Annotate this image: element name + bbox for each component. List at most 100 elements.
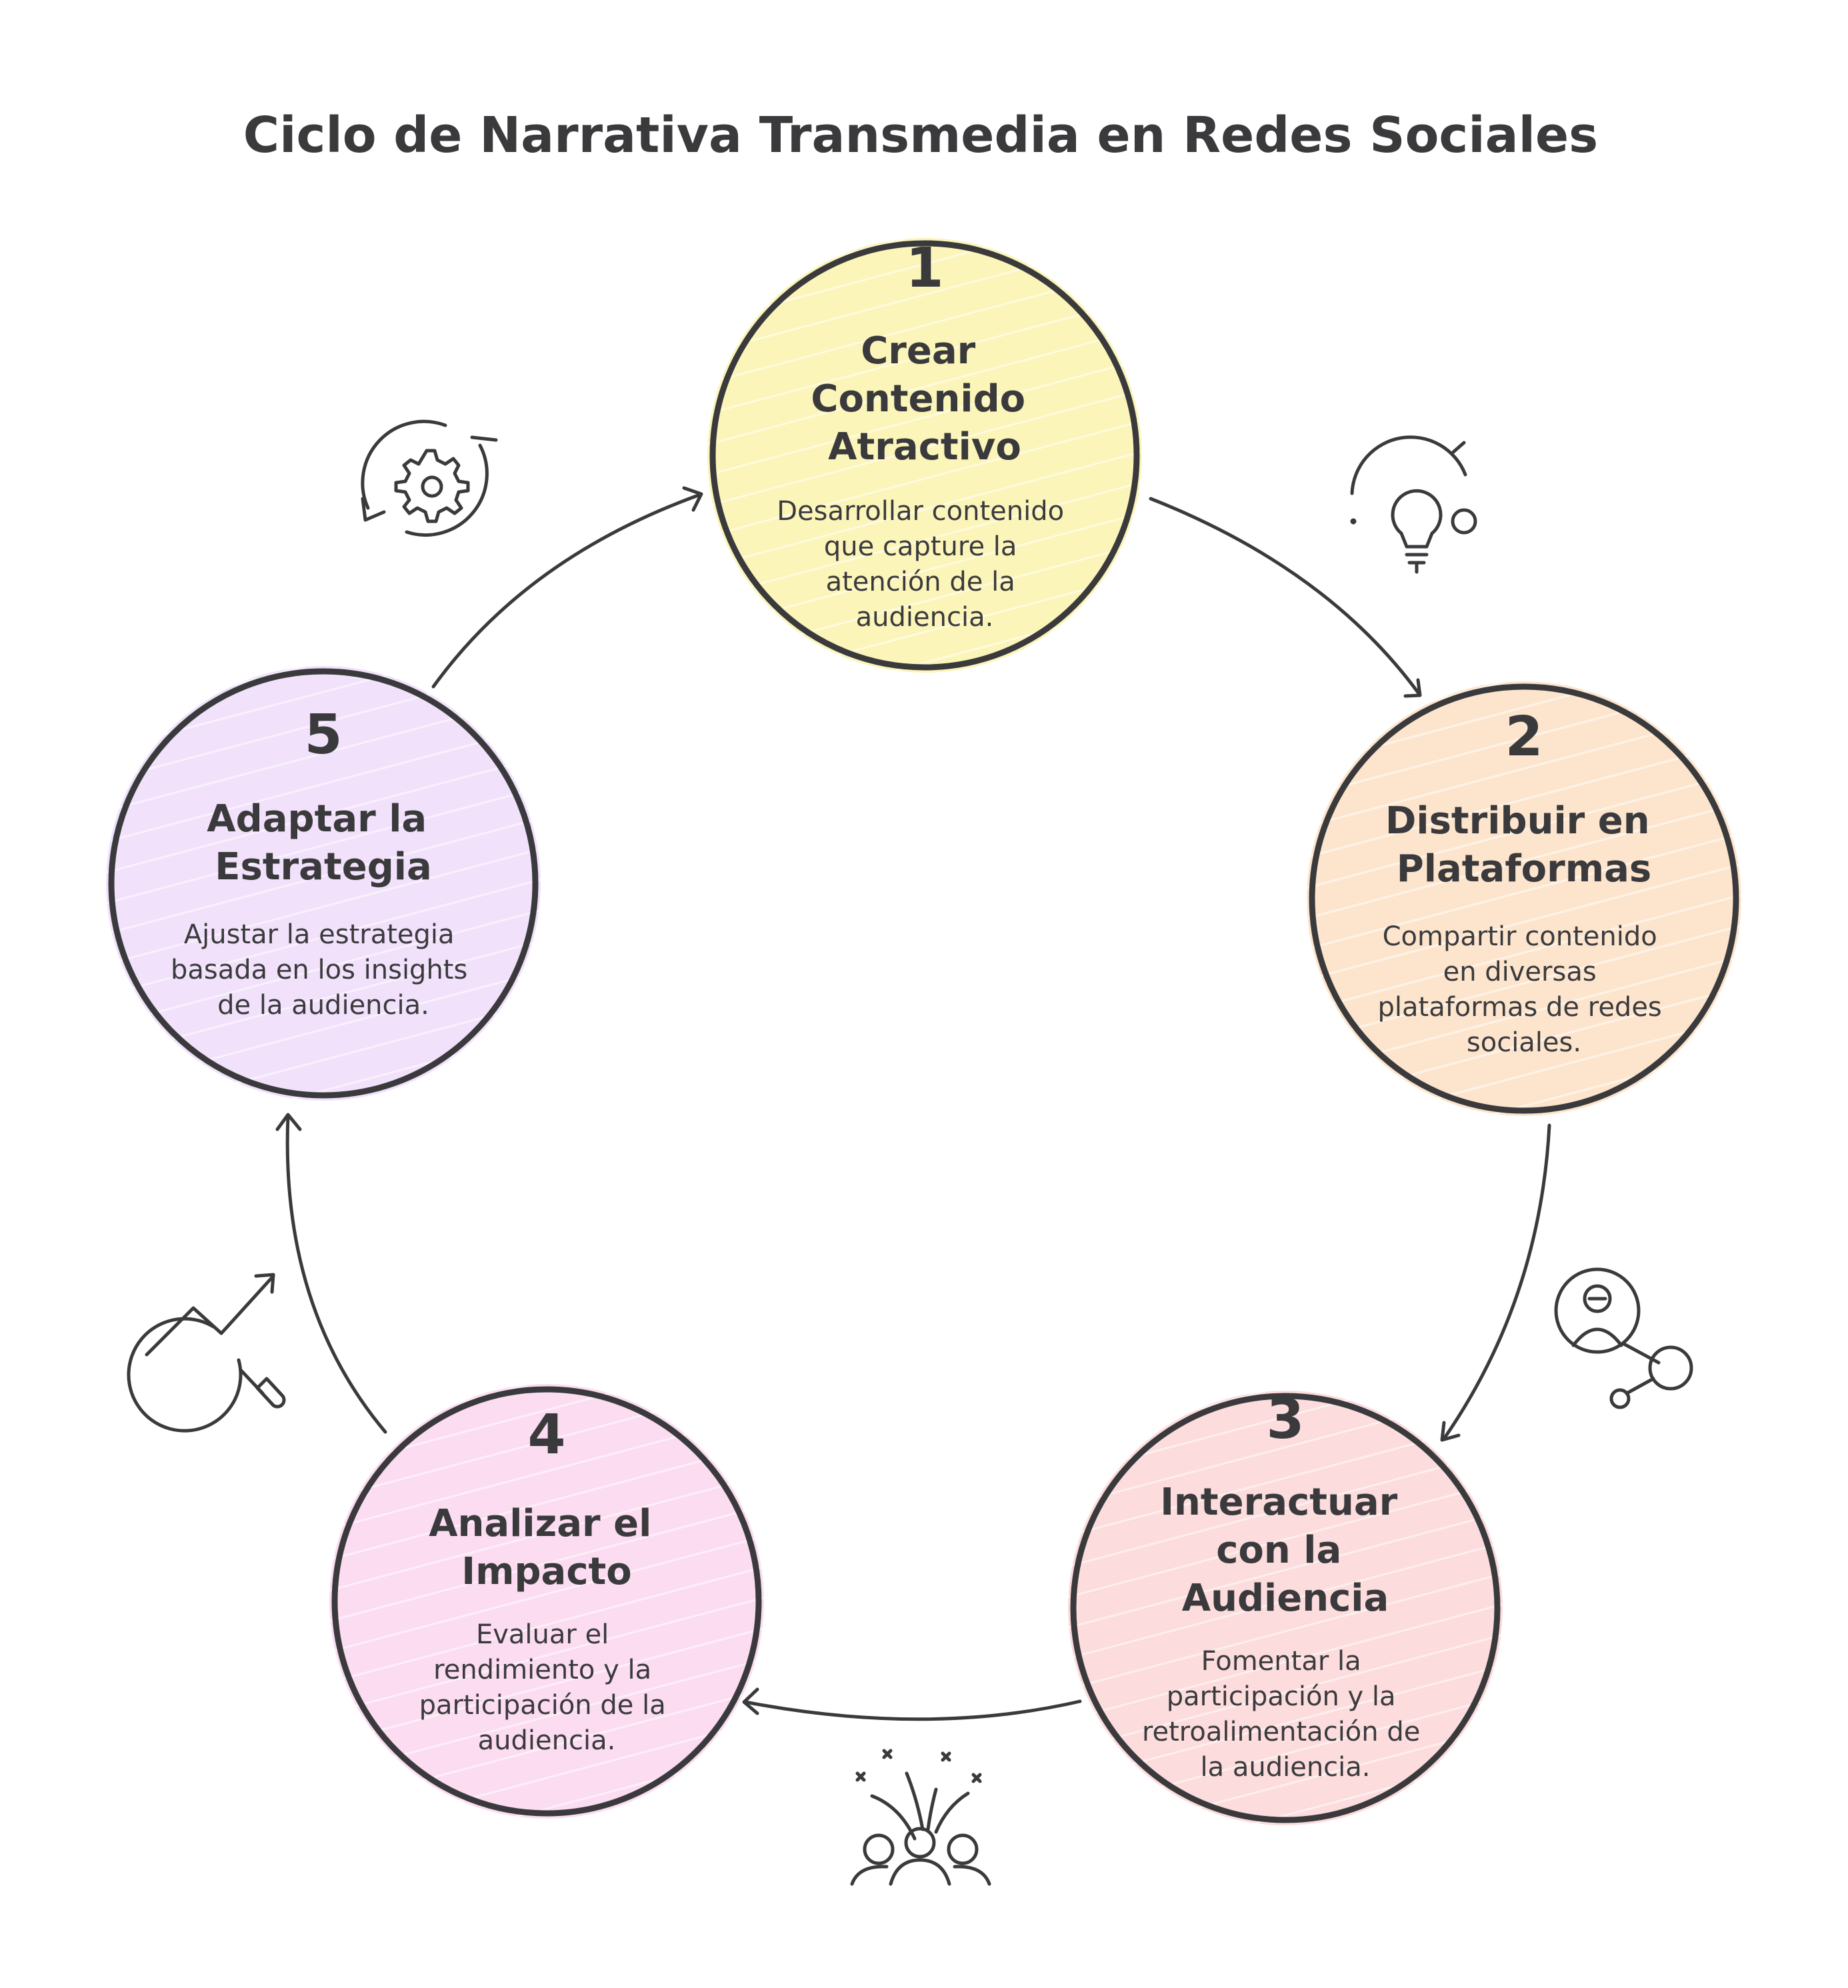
step-2-hatch-line	[1300, 1103, 1748, 1123]
step-5-hatch-line	[99, 842, 547, 971]
step-5-number: 5	[304, 703, 342, 767]
step-5-hatch-line	[99, 873, 547, 1002]
step-1-hatch-line	[701, 475, 1149, 605]
step-5-hatch-line	[85, 1150, 562, 1277]
step-2-hatch-line	[1300, 888, 1748, 1017]
arrow-5-to-1	[431, 493, 702, 689]
step-node-2: 2 Distribuir en Plataformas Compartir co…	[1285, 399, 1763, 1323]
step-3-hatch-line	[1047, 1108, 1524, 1235]
step-1-heading-line: Crear	[861, 329, 975, 373]
step-4-heading: Analizar el Impacto	[429, 1502, 665, 1593]
step-4-description-line: rendimiento y la	[433, 1655, 651, 1685]
arrow-3-to-4	[743, 1699, 1082, 1721]
step-3-hatch-line	[1061, 1597, 1509, 1727]
step-3-description-line: Fomentar la	[1201, 1646, 1361, 1677]
step-1-hatch-line	[701, 322, 1149, 451]
step-5-hatch-line	[99, 750, 547, 879]
step-5-description: Ajustar la estrategia basada en los insi…	[171, 919, 476, 1021]
step-5-heading-line: Estrategia	[215, 845, 432, 889]
step-2-hatch-line	[1285, 399, 1763, 525]
step-2-hatch-line	[1300, 827, 1748, 956]
step-5-hatch-line	[85, 414, 562, 541]
step-1-hatch-line	[701, 659, 1149, 679]
step-4-hatch-line	[323, 1591, 771, 1720]
step-5-hatch-line	[99, 811, 547, 941]
arrowhead-1-to-2	[1403, 678, 1422, 698]
step-4-number: 4	[527, 1403, 565, 1467]
step-5-hatch-line	[99, 1087, 547, 1107]
step-3-description-line: participación y la	[1167, 1681, 1396, 1712]
step-3-heading: Interactuar con la Audiencia	[1160, 1481, 1411, 1620]
step-5-hatch-line	[85, 353, 562, 479]
step-4-circle	[331, 1386, 762, 1817]
step-5-description-line: de la audiencia.	[217, 990, 429, 1021]
step-1-description: Desarrollar contenido que capture la ate…	[777, 496, 1073, 633]
step-node-3: 3 Interactuar con la Audiencia Fomentar …	[1047, 1108, 1524, 1988]
step-2-hatch-strokes	[1285, 399, 1763, 1323]
step-2-description-line: plataformas de redes	[1378, 992, 1662, 1023]
step-2-hatch-line	[1285, 1196, 1763, 1323]
step-1-description-line: que capture la	[824, 531, 1017, 562]
step-2-description-line: Compartir contenido	[1383, 921, 1657, 952]
step-2-hatch-line	[1285, 1135, 1763, 1261]
step-1-hatch-line	[701, 353, 1149, 482]
step-1-hatch-line	[686, 753, 1163, 879]
step-1-circle	[709, 240, 1140, 671]
step-3-circle	[1070, 1393, 1501, 1823]
step-4-hatch-line	[308, 1224, 785, 1351]
step-node-5: 5 Adaptar la Estrategia Ajustar la estra…	[85, 353, 562, 1307]
step-1-hatch-line	[701, 445, 1149, 574]
audience-celebration-icon	[850, 1749, 991, 1886]
step-4-hatch-line	[323, 1468, 771, 1597]
step-1-hatch-line	[686, 691, 1163, 818]
step-2-hatch-line	[1300, 765, 1748, 895]
step-4-hatch-line	[323, 1652, 771, 1781]
step-3-hatch-line	[1047, 1169, 1524, 1296]
arrowhead-4-to-5	[275, 1113, 302, 1131]
step-4-heading-line: Analizar el	[429, 1502, 651, 1545]
step-5-fill	[106, 666, 541, 1101]
step-3-hatch-line	[1061, 1536, 1509, 1665]
step-5-hatch-line	[99, 781, 547, 910]
step-3-hatch-line	[1047, 1200, 1524, 1327]
diagram-title: Ciclo de Narrativa Transmedia en Redes S…	[243, 107, 1598, 164]
step-1-fill	[707, 238, 1142, 673]
step-2-hatch-line	[1300, 919, 1748, 1048]
step-5-hatch-line	[85, 1181, 562, 1307]
step-node-1: 1 Crear Contenido Atractivo Desarrollar …	[686, 231, 1163, 879]
step-4-fill	[329, 1384, 764, 1819]
step-4-description: Evaluar el rendimiento y la participació…	[419, 1619, 675, 1756]
step-4-description-line: Evaluar el	[476, 1619, 609, 1650]
step-3-heading-line: Audiencia	[1182, 1577, 1389, 1620]
step-3-hatch-line	[1061, 1384, 1509, 1389]
step-3-hatch-line	[1047, 1905, 1524, 1988]
step-3-fill	[1068, 1391, 1503, 1825]
step-3-number: 3	[1266, 1388, 1304, 1451]
step-1-hatch-line	[701, 383, 1149, 513]
step-2-hatch	[1285, 399, 1763, 1323]
step-5-description-line: Ajustar la estrategia	[184, 919, 455, 950]
step-2-hatch-line	[1300, 675, 1748, 772]
step-5-heading: Adaptar la Estrategia	[207, 797, 439, 889]
step-2-number: 2	[1505, 705, 1543, 769]
step-4-hatch-line	[323, 1499, 771, 1628]
arrow-4-to-5	[285, 1114, 387, 1434]
step-4-hatch-line	[323, 1529, 771, 1659]
step-node-4: 4 Analizar el Impacto Evaluar el rendimi…	[308, 1101, 785, 1825]
step-2-hatch-line	[1285, 460, 1763, 587]
step-4-hatch-line	[323, 1621, 771, 1751]
step-5-hatch-line	[99, 659, 547, 665]
step-3-hatch-line	[1047, 1844, 1524, 1971]
step-3-hatch-line	[1061, 1505, 1509, 1635]
step-1-heading-line: Contenido	[811, 377, 1025, 421]
step-4-hatch-line	[308, 1193, 785, 1320]
step-2-circle	[1309, 683, 1739, 1114]
step-2-hatch-line	[1285, 429, 1763, 556]
step-2-heading-line: Distribuir en	[1385, 799, 1650, 843]
step-1-hatch-line	[701, 231, 1149, 329]
analytics-magnifier-icon	[127, 1273, 286, 1433]
step-1-description-line: Desarrollar contenido	[777, 496, 1064, 527]
step-4-hatch-line	[308, 1101, 785, 1228]
step-3-hatch-line	[1047, 1875, 1524, 1988]
